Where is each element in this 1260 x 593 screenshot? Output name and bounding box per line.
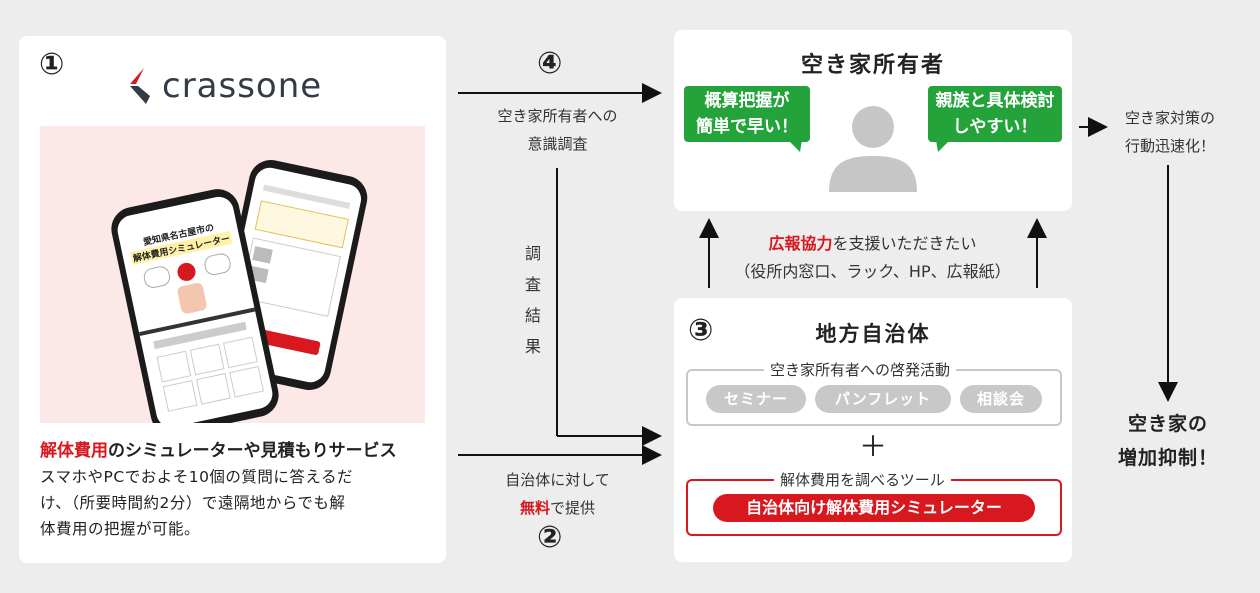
government-title: 地方自治体 <box>815 322 931 346</box>
survey-result-char-2: 査 <box>524 275 541 294</box>
headline-highlight: 解体費用 <box>40 441 108 461</box>
provide-label: 自治体に対して 無料で提供 <box>470 466 645 522</box>
owner-title: 空き家所有者 <box>800 53 945 78</box>
survey-label: 空き家所有者への 意識調査 <box>470 102 645 158</box>
cost-tool-group: 解体費用を調べるツール 自治体向け解体費用シミュレーター <box>686 469 1062 536</box>
bubble-family-discussion: 親族と具体検討 しやすい！ <box>928 86 1062 152</box>
final-line-2: 増加抑制！ <box>1117 447 1218 469</box>
step-number-2: ② <box>537 520 563 555</box>
step-number-3: ③ <box>688 313 714 348</box>
crassone-wordmark: crassone <box>162 66 323 106</box>
service-headline: 解体費用のシミュレーターや見積もりサービス <box>40 436 397 461</box>
bubble-right-line-2: しやすい！ <box>952 117 1038 137</box>
survey-label-2: 意識調査 <box>527 135 588 153</box>
final-outcome: 空き家の 増加抑制！ <box>1106 407 1230 475</box>
description-line-3: 体費用の把握が可能。 <box>40 520 201 538</box>
description-line-2: け、（所要時間約2分）で遠隔地からでも解 <box>40 494 346 512</box>
survey-label-1: 空き家所有者への <box>497 107 618 125</box>
government-panel: ③ 地方自治体 空き家所有者への啓発活動 セミナー パンフレット 相談会 ＋ 解… <box>674 298 1072 562</box>
municipal-simulator-button[interactable]: 自治体向け解体費用シミュレーター <box>713 494 1035 522</box>
cost-tool-label: 解体費用を調べるツール <box>774 469 951 490</box>
awareness-activities-label: 空き家所有者への啓発活動 <box>764 359 957 380</box>
support-highlight: 広報協力 <box>768 234 833 253</box>
description-line-1: スマホやPCでおよそ10個の質問に答えるだ <box>40 468 353 486</box>
bubble-left-line-2: 簡単で早い！ <box>696 117 798 137</box>
survey-result-char-4: 果 <box>524 337 541 356</box>
step-number-4: ④ <box>537 46 563 81</box>
bubble-right-line-1: 親族と具体検討 <box>935 91 1055 111</box>
headline-rest: のシミュレーターや見積もりサービス <box>108 441 397 461</box>
person-icon <box>829 106 917 192</box>
crassone-panel: ① crassone 愛知県名古屋市の 解体費用シミュレーター <box>19 36 446 563</box>
crassone-logo: crassone <box>126 64 346 108</box>
provide-label-rest: で提供 <box>550 499 596 517</box>
result-line-2: 行動迅速化！ <box>1124 137 1215 155</box>
pill-seminar: セミナー <box>706 385 806 413</box>
survey-result-char-3: 結 <box>524 306 541 325</box>
provide-free-highlight: 無料 <box>519 499 550 517</box>
bubble-easy-estimate: 概算把握が 簡単で早い！ <box>684 86 810 152</box>
support-rest: を支援いただきたい <box>832 234 977 253</box>
owner-panel: 空き家所有者 概算把握が 簡単で早い！ 親族と具体検討 しやすい！ <box>674 30 1072 211</box>
result-action-speed: 空き家対策の 行動迅速化！ <box>1106 104 1234 160</box>
support-request-line-2: （役所内窓口、ラック、HP、広報紙） <box>734 262 1011 281</box>
pill-pamphlet: パンフレット <box>815 385 951 413</box>
step-number-1: ① <box>39 47 65 82</box>
app-illustration: 愛知県名古屋市の 解体費用シミュレーター <box>40 126 425 423</box>
pill-consultation: 相談会 <box>960 385 1042 413</box>
provide-label-2: 無料で提供 <box>470 494 645 522</box>
crassone-logo-mark-icon <box>130 68 150 104</box>
plus-sign: ＋ <box>858 430 887 463</box>
service-description: スマホやPCでおよそ10個の質問に答えるだ け、（所要時間約2分）で遠隔地からで… <box>40 464 353 542</box>
awareness-activities-group: 空き家所有者への啓発活動 セミナー パンフレット 相談会 <box>686 359 1062 426</box>
support-request: 広報協力を支援いただきたい （役所内窓口、ラック、HP、広報紙） <box>720 230 1025 286</box>
result-line-1: 空き家対策の <box>1124 109 1215 127</box>
provide-label-1: 自治体に対して <box>505 471 610 489</box>
support-request-line-1: 広報協力を支援いただきたい <box>720 230 1025 258</box>
final-line-1: 空き家の <box>1127 413 1208 435</box>
bubble-left-line-1: 概算把握が <box>704 91 790 111</box>
survey-result-char-1: 調 <box>524 244 541 263</box>
